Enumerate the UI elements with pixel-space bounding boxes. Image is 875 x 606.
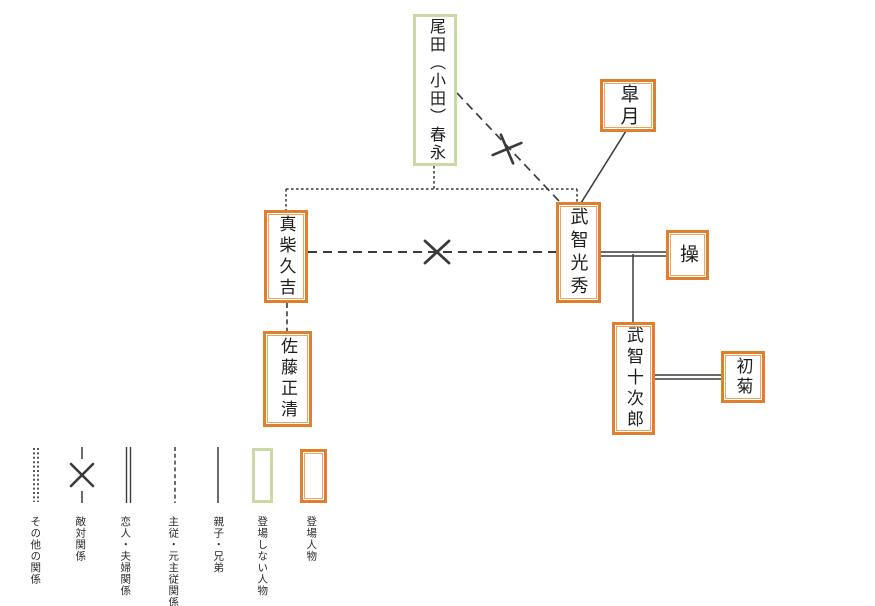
legend-label-appearing: 登場人物 xyxy=(305,516,318,562)
node-label: 皐月 xyxy=(617,83,639,128)
node-takechi-jujiro: 武智十次郎 xyxy=(612,322,655,435)
legend-symbol-other-relation xyxy=(33,448,39,502)
node-label: 操 xyxy=(677,244,698,266)
legend-symbol-hostile xyxy=(69,447,95,503)
node-mashiba-hisayoshi: 真柴久吉 xyxy=(264,210,308,303)
edge-harunaga-retainers-master-servant xyxy=(285,166,578,211)
edge-jujiro-hatsugiku-couple xyxy=(655,374,722,380)
hostility-x-icon xyxy=(423,239,451,265)
node-label: 初菊 xyxy=(733,357,753,397)
node-label: 武智光秀 xyxy=(568,206,589,299)
hostility-x-icon xyxy=(491,133,523,165)
legend-label-hostile: 敵対関係 xyxy=(74,516,87,562)
legend-symbol-not-appearing-box xyxy=(252,448,273,503)
node-sato-masakiyo: 佐藤正清 xyxy=(263,331,312,427)
legend-label-master-servant: 主従・元主従関係 xyxy=(167,516,180,606)
legend-label-other-relation: その他の関係 xyxy=(29,516,42,585)
node-label: 真柴久吉 xyxy=(276,214,296,299)
node-oda-harunaga: 尾田（小田）春永 xyxy=(413,14,457,166)
legend-label-not-appearing: 登場しない人物 xyxy=(256,516,269,597)
node-satsuki: 皐月 xyxy=(600,79,656,132)
node-takechi-mitsuhide: 武智光秀 xyxy=(556,202,601,303)
legend-label-parent-sibling: 親子・兄弟 xyxy=(212,516,225,574)
edge-harunaga-mitsuhide-hostile xyxy=(456,92,560,202)
hostility-x-icon xyxy=(69,462,95,488)
legend-symbol-couple xyxy=(125,447,132,503)
node-label: 尾田（小田）春永 xyxy=(427,18,444,162)
node-hatsugiku: 初菊 xyxy=(721,351,765,403)
node-misao: 操 xyxy=(666,230,709,280)
edge-hisayoshi-mitsuhide-hostile xyxy=(308,239,556,265)
legend-symbol-appearing-box xyxy=(300,449,327,503)
edge-satsuki-mitsuhide-parent xyxy=(580,130,627,204)
node-label: 佐藤正清 xyxy=(278,337,297,421)
node-label: 武智十次郎 xyxy=(624,326,643,431)
legend-label-couple: 恋人・夫婦関係 xyxy=(119,516,132,597)
